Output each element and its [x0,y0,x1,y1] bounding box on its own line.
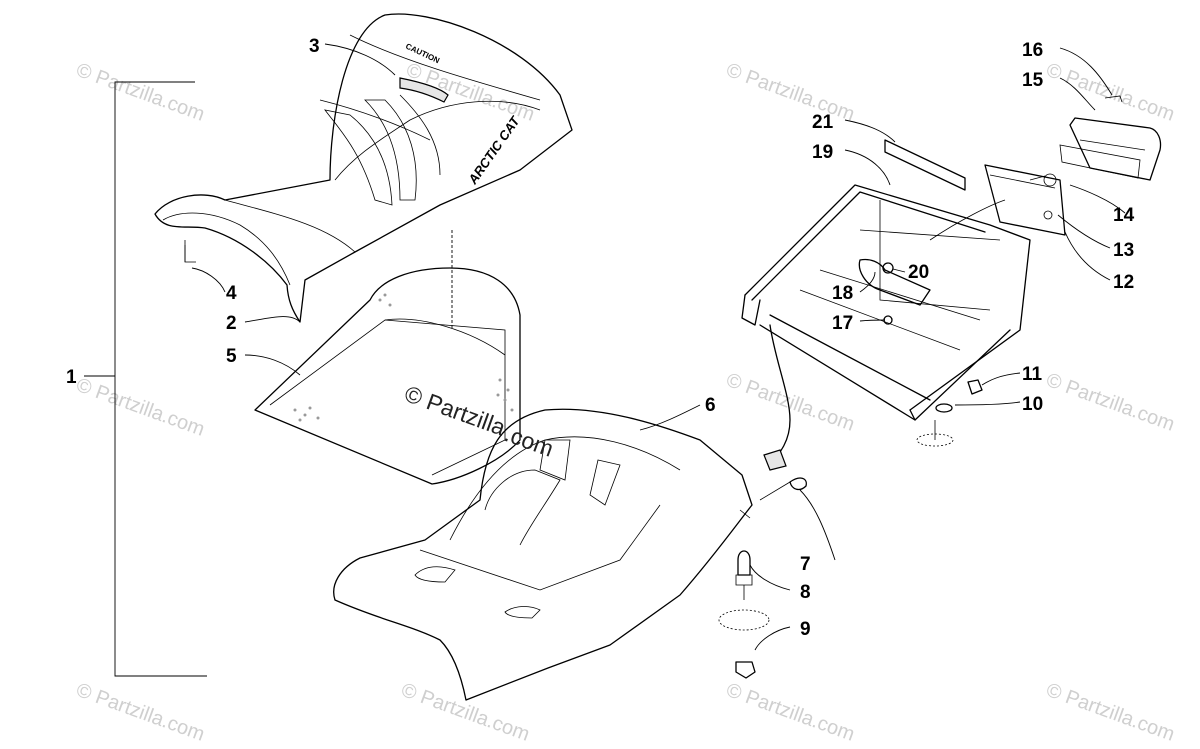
watermark: © Partzilla.com [73,374,207,441]
mounting-bracket [858,258,931,306]
callout-1: 1 [66,367,77,388]
watermarks: © Partzilla.com © Partzilla.com © Partzi… [73,59,1177,746]
callout-6: 6 [705,395,716,416]
callout-8: 8 [800,582,811,603]
callout-21: 21 [812,112,834,133]
watermark: © Partzilla.com [398,679,532,746]
seat-brand-label: ARCTIC CAT [465,113,523,188]
callout-11: 11 [1022,364,1043,385]
callout-14: 14 [1113,205,1135,226]
seat-foam [254,230,521,485]
callout-2: 2 [226,313,237,334]
watermark: © Partzilla.com [1043,369,1177,436]
callout-20: 20 [908,262,929,283]
callout-15: 15 [1022,70,1044,91]
callout-7: 7 [800,554,811,575]
callout-13: 13 [1113,240,1134,261]
callout-12: 12 [1113,272,1134,293]
seat-base [333,408,753,701]
fasteners [184,245,983,679]
watermark: © Partzilla.com [73,59,207,126]
callout-labels: 1 2 3 4 5 6 7 8 9 10 11 12 13 14 15 16 1… [66,36,1135,640]
callout-18: 18 [832,283,853,304]
leader-lines [191,43,1126,651]
watermark: © Partzilla.com [73,679,207,746]
rear-rack [741,184,1031,471]
callout-4: 4 [226,283,237,304]
reflector-decal [884,139,966,191]
callout-5: 5 [226,346,237,367]
callout-17: 17 [832,313,853,334]
seat-cover: ARCTIC CAT CAUTION [154,13,573,323]
callout-10: 10 [1022,394,1043,415]
taillight-assembly [984,95,1162,236]
center-watermark-line2: .com [501,420,557,461]
watermark: © Partzilla.com [723,679,857,746]
center-watermark-line1: © Partzilla [401,380,509,440]
watermark: © Partzilla.com [723,59,857,126]
callout-9: 9 [800,619,811,640]
callout-16: 16 [1022,40,1043,61]
callout-3: 3 [309,36,320,57]
watermark: © Partzilla.com [1043,679,1177,746]
assembly-bracket [84,81,207,677]
callout-19: 19 [812,142,833,163]
